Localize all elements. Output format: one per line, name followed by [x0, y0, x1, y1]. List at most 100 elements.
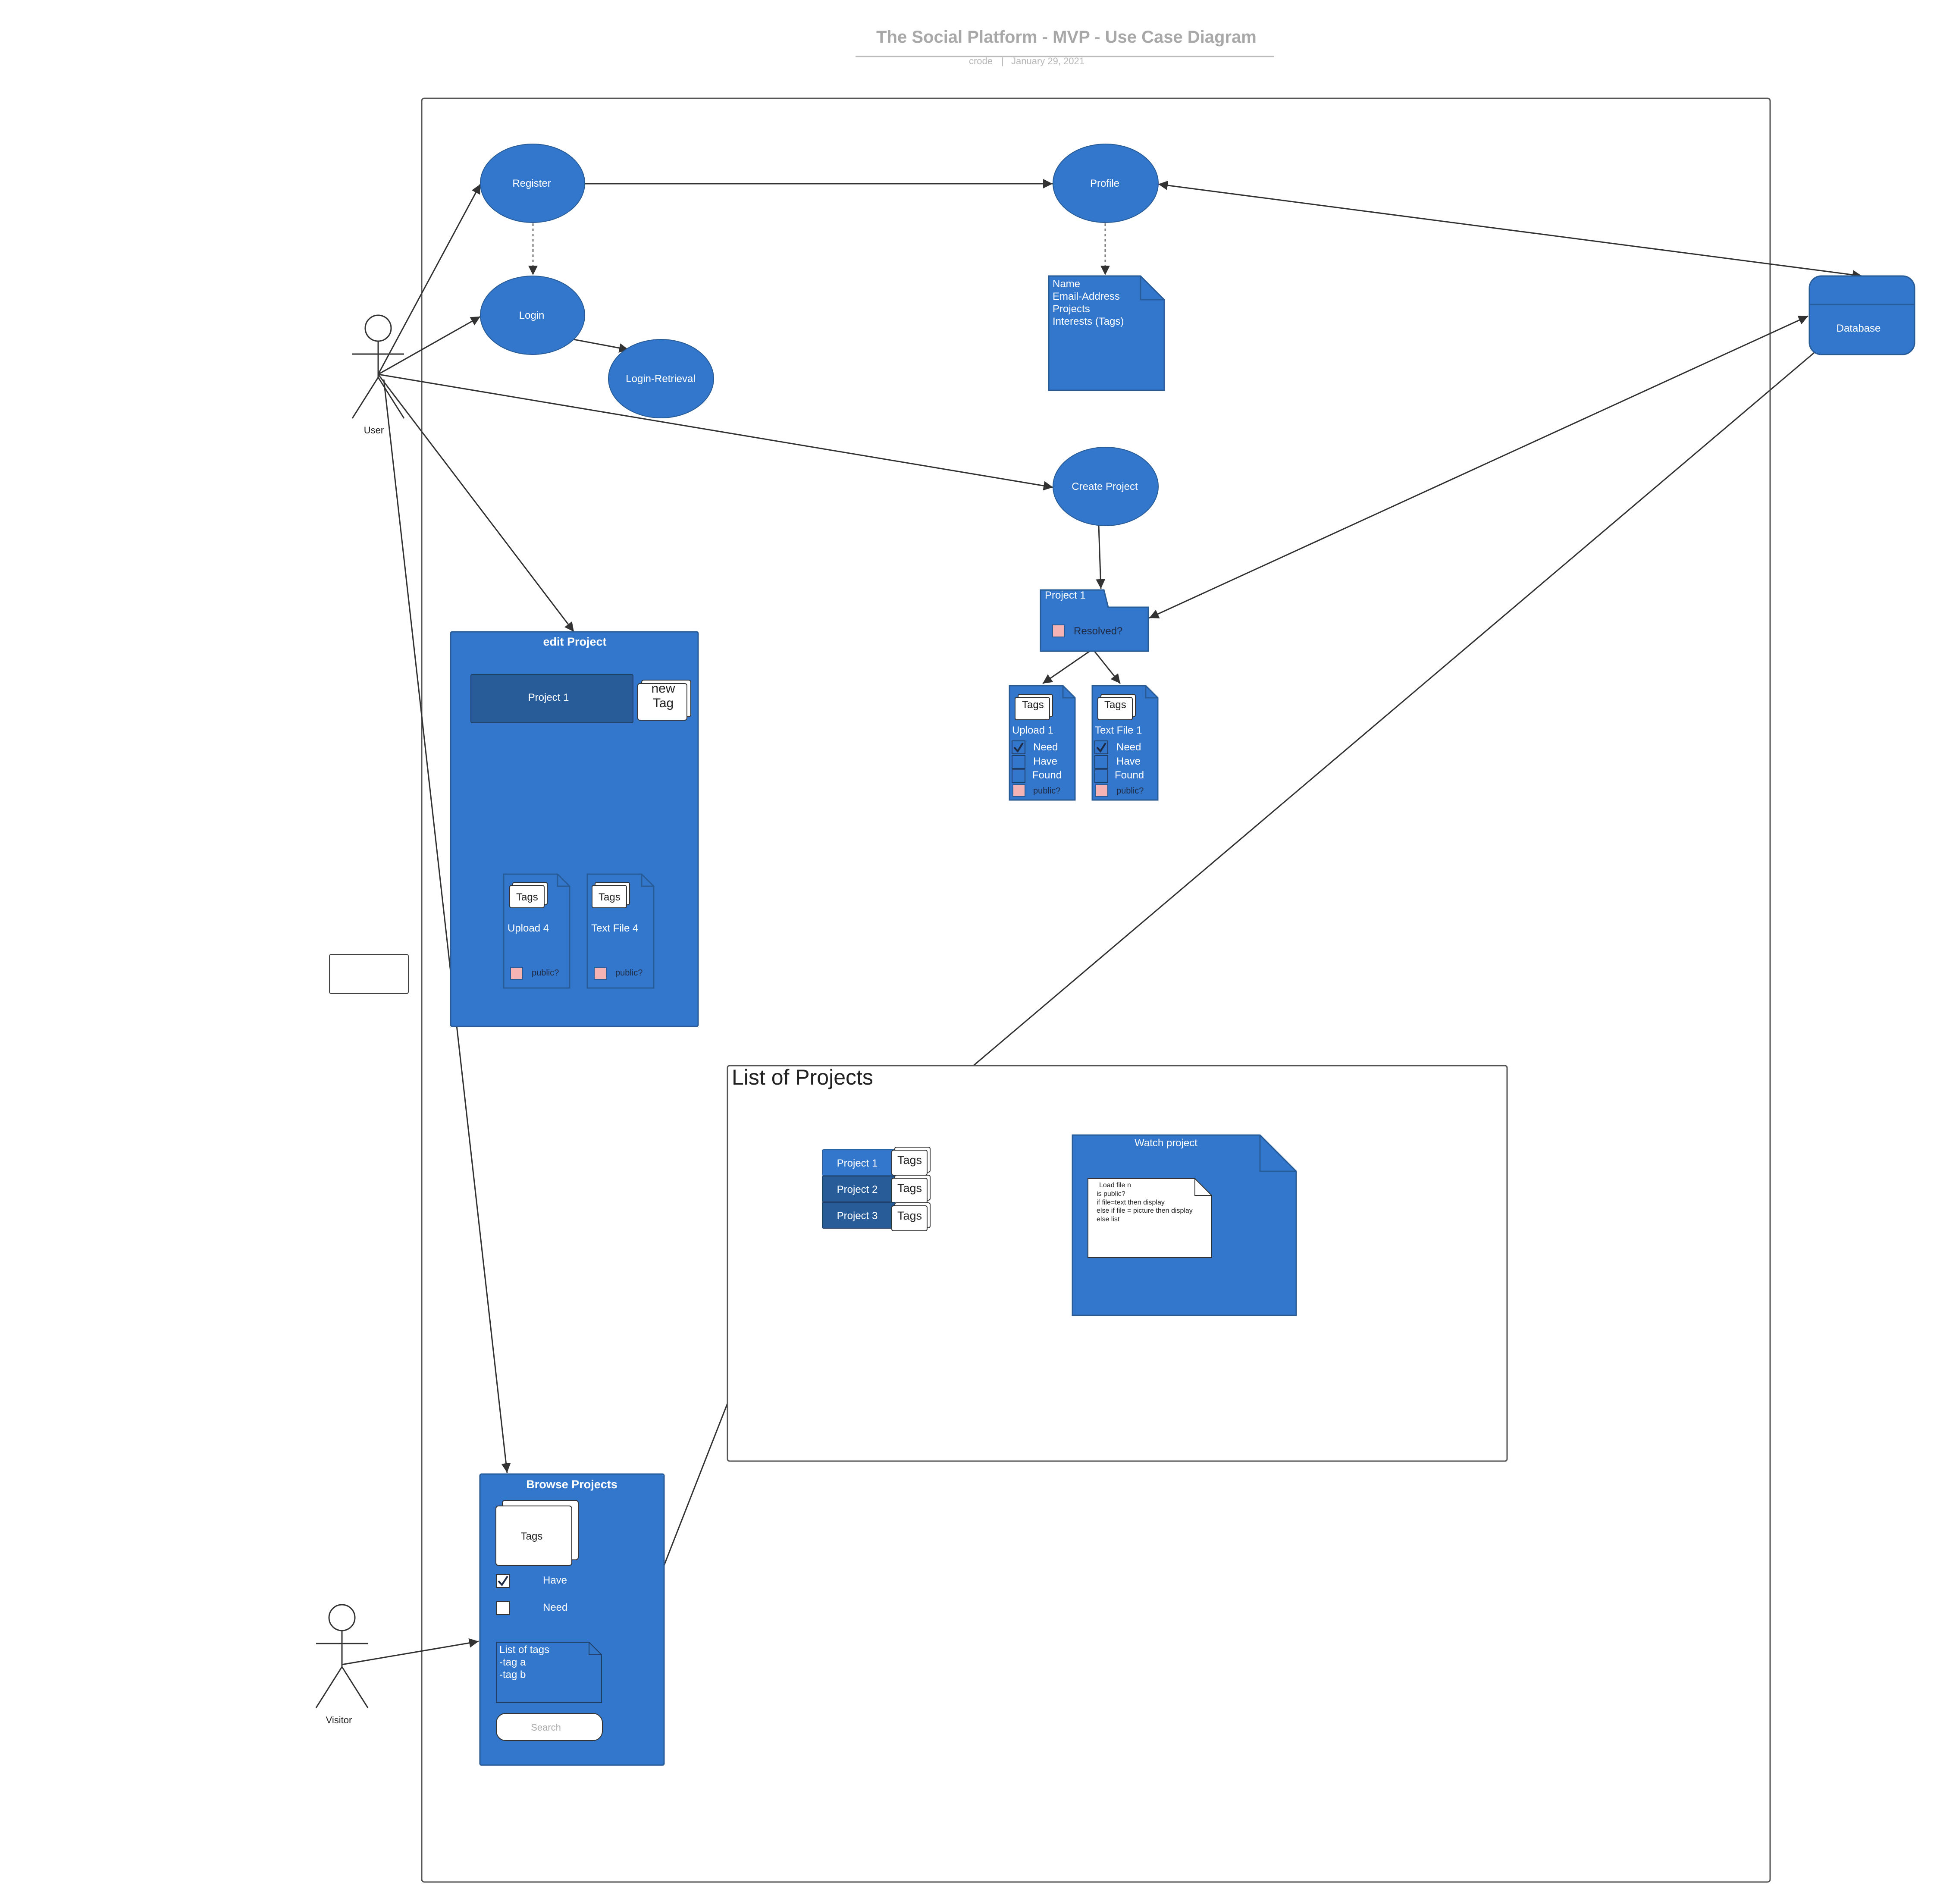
upload-1-public-checkbox[interactable]	[1012, 784, 1025, 797]
use-case-profile[interactable]: Profile	[1053, 144, 1159, 223]
list-project-row-1[interactable]: Project 1 Tags	[822, 1147, 931, 1176]
connector-database-folder	[1149, 315, 1808, 619]
upload-1-public-label: public?	[1033, 786, 1060, 796]
browse-tags-box[interactable]	[495, 1506, 572, 1566]
browse-need-checkbox[interactable]	[496, 1601, 510, 1615]
connector-create-project-folder	[1096, 525, 1106, 589]
text-file-1-tags-label: Tags	[1104, 699, 1126, 711]
text-file-1-need-check-icon	[1096, 742, 1106, 753]
search-placeholder: Search	[531, 1722, 561, 1733]
text-file-1-card[interactable]: Tags Text File 1 Need Have Found public?	[1091, 685, 1159, 801]
visitor-head	[328, 1604, 356, 1631]
list-project-row-3[interactable]: Project 3 Tags	[822, 1202, 931, 1231]
user-head	[364, 314, 392, 342]
browse-tags-label: Tags	[521, 1531, 543, 1542]
text-file-1-have-checkbox[interactable]	[1094, 755, 1108, 769]
edit-project-panel[interactable]: edit Project Project 1 new Tag Tags Uplo…	[450, 631, 699, 1027]
diagram-header: The Social Platform - MVP - Use Case Dia…	[856, 28, 1274, 66]
list-of-projects-title: List of Projects	[732, 1065, 873, 1089]
connector-folder-upload	[1042, 650, 1090, 684]
text-file-1-tags-box[interactable]	[1097, 697, 1133, 720]
upload-1-title: Upload 1	[1012, 725, 1053, 736]
list-project-row-2[interactable]: Project 2 Tags	[822, 1175, 931, 1204]
search-input[interactable]	[496, 1713, 603, 1741]
connector-database-list-project	[873, 352, 1815, 1151]
tag-list-line-3: -tag b	[499, 1669, 526, 1681]
system-boundary	[421, 97, 1771, 1883]
list-project-2-tags-label: Tags	[897, 1182, 922, 1195]
upload-1-found-label: Found	[1032, 769, 1062, 781]
upload-1-have-checkbox[interactable]	[1012, 755, 1025, 769]
watch-project-title: Watch project	[1135, 1137, 1197, 1149]
new-tag-label-line-2: Tag	[653, 696, 674, 710]
upload-1-found-checkbox[interactable]	[1012, 769, 1025, 783]
upload-1-tags-box[interactable]	[1015, 697, 1050, 720]
edit-project-project-1[interactable]	[470, 674, 633, 723]
list-project-3-tags-label: Tags	[897, 1209, 922, 1222]
upload-4-public-checkbox[interactable]	[510, 967, 523, 980]
diagram-date: January 29, 2021	[1011, 56, 1084, 66]
connector-user-login	[378, 316, 481, 375]
new-tag-button[interactable]	[637, 683, 687, 721]
text-file-1-need-checkbox[interactable]	[1094, 740, 1108, 754]
login-retrieval-label: Login-Retrieval	[626, 373, 695, 385]
tag-list-line-1: List of tags	[499, 1644, 549, 1656]
list-project-3-label: Project 3	[837, 1210, 878, 1222]
database-node[interactable]: Database	[1808, 275, 1915, 355]
diagram-title: The Social Platform - MVP - Use Case Dia…	[876, 28, 1257, 47]
upload-1-card[interactable]: Tags Upload 1 Need Have Found public?	[1009, 685, 1076, 801]
watch-project-panel[interactable]: Watch project Load file n is public? if …	[1072, 1134, 1297, 1316]
project-folder[interactable]: Project 1 Resolved?	[1040, 589, 1149, 652]
upload-1-need-checkbox[interactable]	[1012, 740, 1025, 754]
text-file-4-public-checkbox[interactable]	[594, 967, 607, 980]
browse-have-check-icon	[498, 1575, 508, 1587]
profile-note-line-4: Interests (Tags)	[1053, 316, 1124, 327]
upload-1-tags-label: Tags	[1022, 699, 1044, 711]
text-file-1-found-checkbox[interactable]	[1094, 769, 1108, 783]
actor-user[interactable]: User	[351, 314, 405, 436]
watch-note-line-1: Load file n	[1099, 1182, 1131, 1189]
resolved-checkbox[interactable]	[1052, 624, 1065, 637]
watch-project-note: Load file n is public? if file=text then…	[1088, 1178, 1212, 1258]
connector-user-edit-project	[377, 374, 575, 632]
use-case-register[interactable]: Register	[480, 144, 585, 223]
new-tag-label-line-1: new	[651, 681, 675, 696]
visitor-label: Visitor	[326, 1715, 352, 1725]
edit-project-project-1-label: Project 1	[528, 692, 569, 703]
text-file-4-card[interactable]: Tags Text File 4 public?	[586, 873, 655, 989]
upload-4-tags-box[interactable]	[509, 885, 545, 908]
text-file-4-tags-box[interactable]	[592, 885, 627, 908]
text-file-4-tags-label: Tags	[599, 891, 621, 903]
resolved-label: Resolved?	[1074, 625, 1122, 637]
watch-note-line-3: if file=text then display	[1097, 1199, 1165, 1206]
list-project-2-label: Project 2	[837, 1184, 878, 1195]
use-case-create-project[interactable]: Create Project	[1053, 447, 1159, 526]
list-project-1-label: Project 1	[837, 1157, 878, 1169]
upload-4-card[interactable]: Tags Upload 4 public?	[503, 873, 570, 989]
actor-visitor[interactable]: Visitor	[315, 1604, 369, 1725]
project-folder-label: Project 1	[1045, 590, 1086, 601]
browse-tag-list-note: List of tags -tag a -tag b	[496, 1642, 602, 1703]
connector-login-retrieval	[573, 339, 629, 353]
header-separator: |	[1001, 56, 1004, 66]
user-label: User	[364, 425, 384, 436]
text-file-1-public-checkbox[interactable]	[1095, 784, 1108, 797]
visitor-leg-right	[341, 1666, 369, 1708]
connector-user-browse-projects	[383, 379, 511, 1473]
upload-1-need-check-icon	[1013, 742, 1024, 753]
visitor-leg-left	[315, 1666, 343, 1708]
profile-label: Profile	[1090, 178, 1119, 189]
connector-user-register	[377, 184, 481, 375]
browse-projects-panel[interactable]: Browse Projects Tags Have Need List of t…	[479, 1473, 665, 1766]
login-label: Login	[519, 310, 545, 321]
use-case-login-retrieval[interactable]: Login-Retrieval	[608, 339, 714, 418]
use-case-login[interactable]: Login	[480, 276, 585, 355]
list-project-3-tags-box[interactable]	[891, 1205, 928, 1231]
tag-list-line-2: -tag a	[499, 1656, 526, 1668]
watch-note-line-4: else if file = picture then display	[1097, 1207, 1193, 1214]
upload-4-tags-label: Tags	[516, 891, 538, 903]
diagram-author: crode	[969, 56, 993, 66]
browse-have-label: Have	[543, 1575, 567, 1586]
connector-profile-database	[1158, 180, 1862, 280]
